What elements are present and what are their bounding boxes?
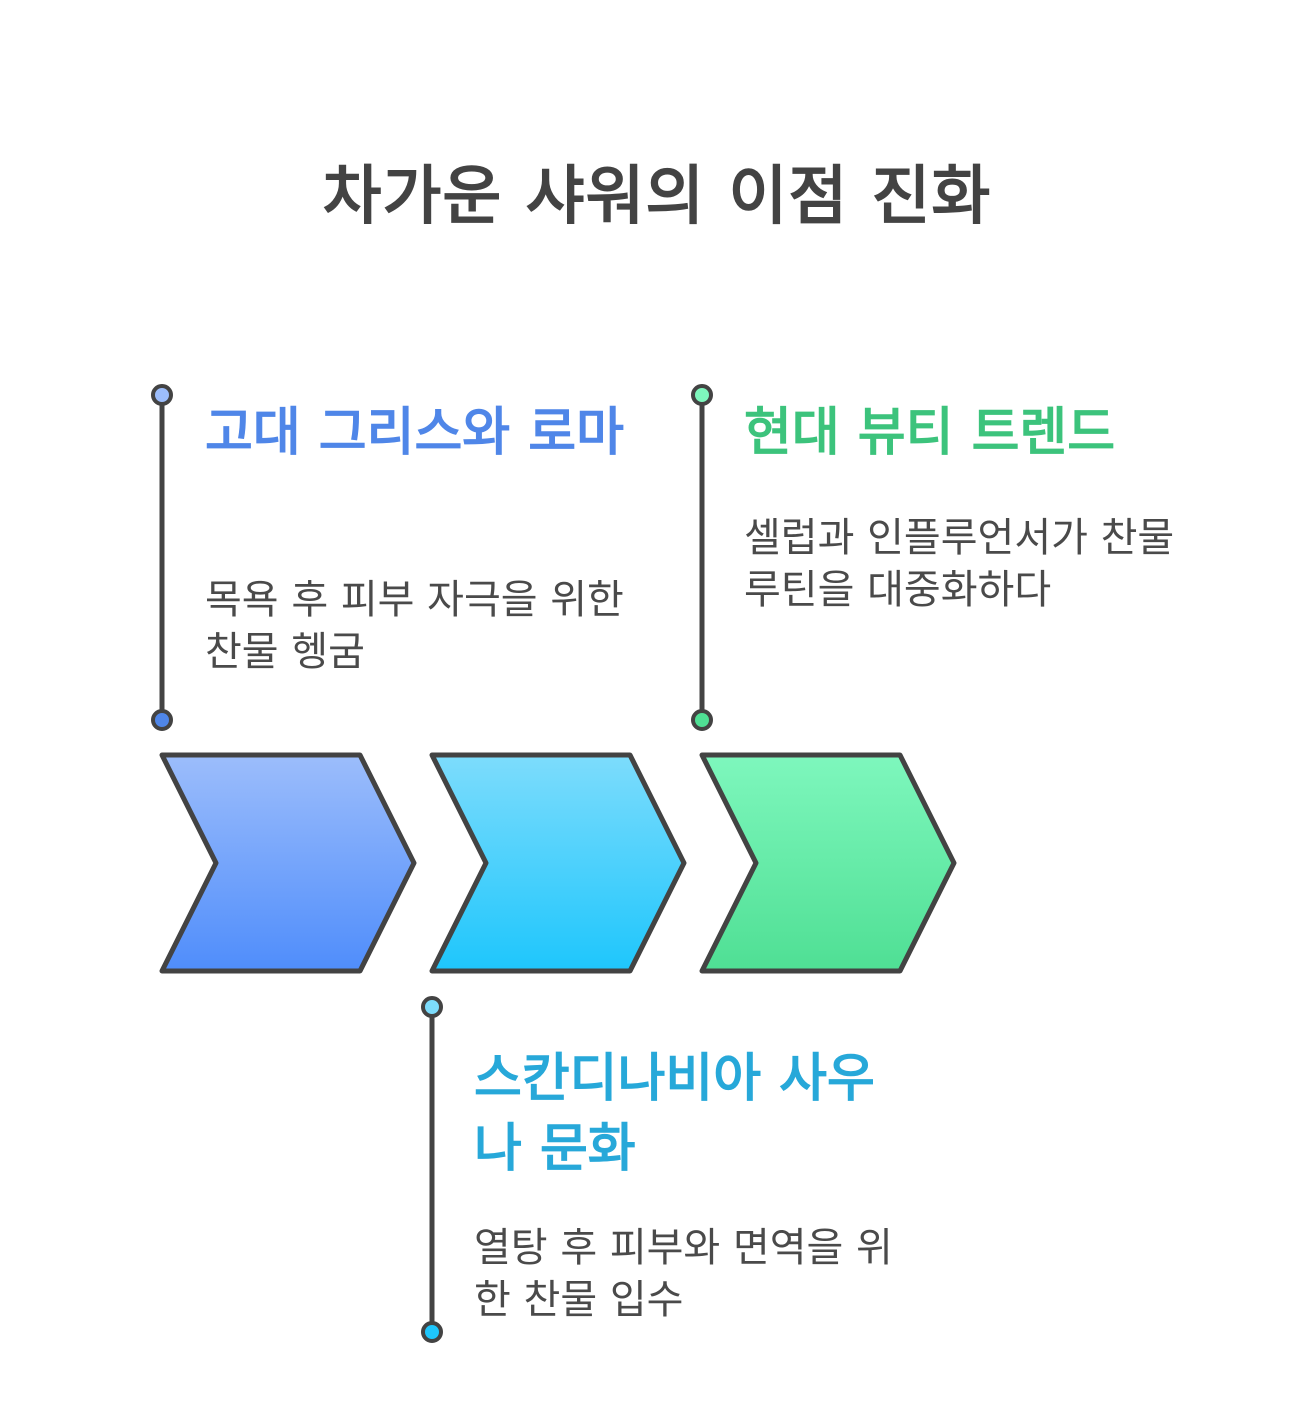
stage-1-title: 고대 그리스와 로마 [205, 403, 624, 463]
stage-2-title: 스칸디나비아 사우나 문화 [474, 1049, 875, 1179]
stage-1-description: 목욕 후 피부 자극을 위한 찬물 헹굼 [205, 577, 624, 675]
diagram-title: 차가운 샤워의 이점 진화 [322, 160, 992, 234]
connector-dot-bottom [151, 709, 173, 731]
chevron-stage-1 [159, 752, 417, 974]
chevron-stage-3 [699, 752, 957, 974]
connector-stage-2 [421, 996, 443, 1343]
stage-3-title: 현대 뷰티 트렌드 [744, 403, 1116, 463]
connector-dot-top [421, 996, 443, 1018]
connector-dot-top [691, 384, 713, 406]
connector-dot-bottom [691, 709, 713, 731]
stage-2-description: 열탕 후 피부와 면역을 위한 찬물 입수 [474, 1225, 893, 1323]
connector-stage-3 [691, 384, 713, 731]
connector-dot-top [151, 384, 173, 406]
connector-dot-bottom [421, 1321, 443, 1343]
connector-stage-1 [151, 384, 173, 731]
stage-3-description: 셀럽과 인플루언서가 찬물 루틴을 대중화하다 [744, 515, 1175, 613]
chevron-stage-2 [429, 752, 687, 974]
